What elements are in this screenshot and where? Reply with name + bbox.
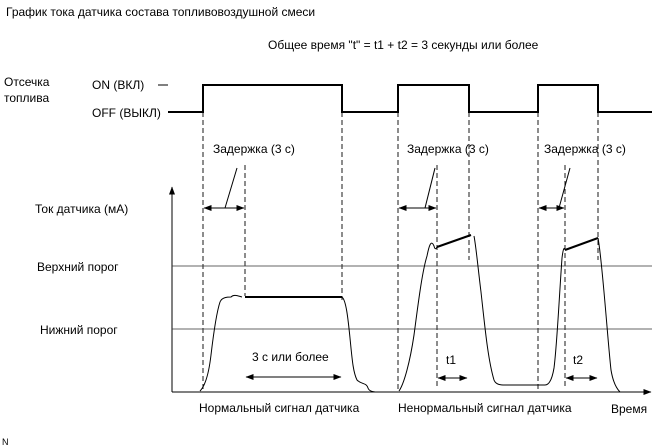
t2-label: t2 [573, 353, 583, 367]
total-time-note: Общее время "t" = t1 + t2 = 3 секунды ил… [268, 38, 539, 52]
fuel-cut-label-line1: Отсечка [4, 75, 50, 89]
delay-label-3: Задержка (3 с) [544, 142, 626, 156]
sensor-curve-normal-tail [341, 296, 378, 393]
delay-leader-1 [224, 167, 238, 209]
sensor-curve-abnormal-1 [398, 235, 566, 392]
lower-threshold-label: Нижний порог [40, 323, 118, 337]
sensor-curve-abnormal-2 [597, 237, 621, 393]
delay-leader-2 [424, 167, 436, 209]
delay-label-1: Задержка (3 с) [213, 142, 295, 156]
fuel-cut-waveform [168, 84, 652, 113]
time-axis-label: Время [611, 402, 647, 416]
delay-leader-3 [558, 167, 571, 209]
t1-label: t1 [446, 353, 456, 367]
delay-label-2: Задержка (3 с) [407, 142, 489, 156]
fuel-cut-off-label: OFF (ВЫКЛ) [92, 106, 161, 120]
normal-signal-caption: Нормальный сигнал датчика [199, 401, 360, 415]
corner-mark: N [2, 437, 9, 447]
upper-threshold-label: Верхний порог [37, 260, 119, 274]
abnormal-signal-caption: Ненормальный сигнал датчика [398, 401, 572, 415]
sensor-abnormal-rise-2 [564, 237, 599, 251]
diagram-title: График тока датчика состава топливовозду… [6, 5, 315, 19]
sensor-curve-normal [199, 294, 243, 392]
fuel-cut-label-line2: топлива [4, 91, 49, 105]
sensor-current-label: Ток датчика (мА) [35, 202, 128, 216]
sensor-abnormal-rise-1 [436, 234, 472, 248]
normal-duration-label: 3 с или более [252, 350, 329, 364]
fuel-cut-on-label: ON (ВКЛ) [92, 78, 144, 92]
